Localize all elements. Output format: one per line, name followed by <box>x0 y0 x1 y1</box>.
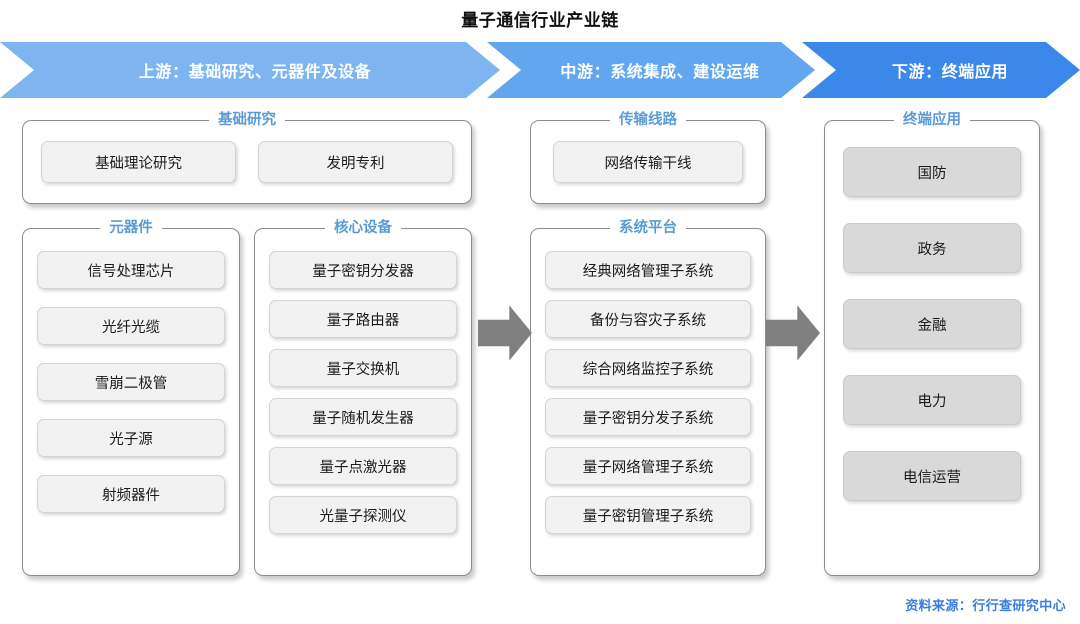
group-body-components: 信号处理芯片 光纤光缆 雪崩二极管 光子源 射频器件 <box>23 229 239 575</box>
list-item[interactable]: 量子交换机 <box>269 349 457 387</box>
group-body-system-platform: 经典网络管理子系统 备份与容灾子系统 综合网络监控子系统 量子密钥分发子系统 量… <box>531 229 765 575</box>
page-title: 量子通信行业产业链 <box>461 11 619 30</box>
arrow-right-icon <box>766 305 820 361</box>
list-item[interactable]: 量子路由器 <box>269 300 457 338</box>
banner-segment-midstream[interactable]: 中游：系统集成、建设运维 <box>487 42 815 98</box>
value-chain-banner: 上游：基础研究、元器件及设备 中游：系统集成、建设运维 下游：终端应用 <box>0 42 1080 98</box>
list-item[interactable]: 综合网络监控子系统 <box>545 349 751 387</box>
arrow-right-icon <box>478 305 532 361</box>
group-label-terminal-application: 终端应用 <box>894 110 970 130</box>
list-item[interactable]: 量子随机发生器 <box>269 398 457 436</box>
banner-segment-upstream-label: 上游：基础研究、元器件及设备 <box>138 64 372 81</box>
list-item[interactable]: 国防 <box>843 147 1021 197</box>
group-body-core-equipment: 量子密钥分发器 量子路由器 量子交换机 量子随机发生器 量子点激光器 光量子探测… <box>255 229 471 575</box>
group-body-terminal-application: 国防 政务 金融 电力 电信运营 <box>825 121 1039 575</box>
group-panel-basic-research: 基础研究 基础理论研究 发明专利 <box>22 110 472 204</box>
banner-segment-midstream-label: 中游：系统集成、建设运维 <box>560 64 760 81</box>
group-label-transmission-line: 传输线路 <box>610 110 686 130</box>
list-item[interactable]: 量子网络管理子系统 <box>545 447 751 485</box>
group-panel-components: 元器件 信号处理芯片 光纤光缆 雪崩二极管 光子源 射频器件 <box>22 218 240 576</box>
list-item[interactable]: 信号处理芯片 <box>37 251 225 289</box>
list-item[interactable]: 政务 <box>843 223 1021 273</box>
list-item[interactable]: 射频器件 <box>37 475 225 513</box>
list-item[interactable]: 光量子探测仪 <box>269 496 457 534</box>
group-panel-core-equipment: 核心设备 量子密钥分发器 量子路由器 量子交换机 量子随机发生器 量子点激光器 … <box>254 218 472 576</box>
list-item[interactable]: 基础理论研究 <box>41 141 236 183</box>
banner-segment-upstream[interactable]: 上游：基础研究、元器件及设备 <box>0 42 500 98</box>
list-item[interactable]: 备份与容灾子系统 <box>545 300 751 338</box>
list-item[interactable]: 金融 <box>843 299 1021 349</box>
list-item[interactable]: 量子密钥管理子系统 <box>545 496 751 534</box>
list-item[interactable]: 电力 <box>843 375 1021 425</box>
banner-segment-downstream-label: 下游：终端应用 <box>891 64 1009 81</box>
list-item[interactable]: 量子密钥分发器 <box>269 251 457 289</box>
group-label-system-platform: 系统平台 <box>610 218 686 238</box>
banner-segment-downstream[interactable]: 下游：终端应用 <box>802 42 1080 98</box>
group-label-components: 元器件 <box>100 218 162 238</box>
list-item[interactable]: 光子源 <box>37 419 225 457</box>
list-item[interactable]: 量子点激光器 <box>269 447 457 485</box>
source-note: 资料来源：行行查研究中心 <box>905 598 1066 613</box>
list-item[interactable]: 发明专利 <box>258 141 453 183</box>
list-item[interactable]: 网络传输干线 <box>553 141 743 183</box>
group-body-transmission-line: 网络传输干线 <box>531 121 765 203</box>
list-item[interactable]: 光纤光缆 <box>37 307 225 345</box>
group-panel-terminal-application: 终端应用 国防 政务 金融 电力 电信运营 <box>824 110 1040 576</box>
list-item[interactable]: 电信运营 <box>843 451 1021 501</box>
list-item[interactable]: 经典网络管理子系统 <box>545 251 751 289</box>
group-label-basic-research: 基础研究 <box>209 110 285 130</box>
list-item[interactable]: 雪崩二极管 <box>37 363 225 401</box>
group-panel-transmission-line: 传输线路 网络传输干线 <box>530 110 766 204</box>
list-item[interactable]: 量子密钥分发子系统 <box>545 398 751 436</box>
group-body-basic-research: 基础理论研究 发明专利 <box>23 121 471 203</box>
group-label-core-equipment: 核心设备 <box>325 218 401 238</box>
group-panel-system-platform: 系统平台 经典网络管理子系统 备份与容灾子系统 综合网络监控子系统 量子密钥分发… <box>530 218 766 576</box>
